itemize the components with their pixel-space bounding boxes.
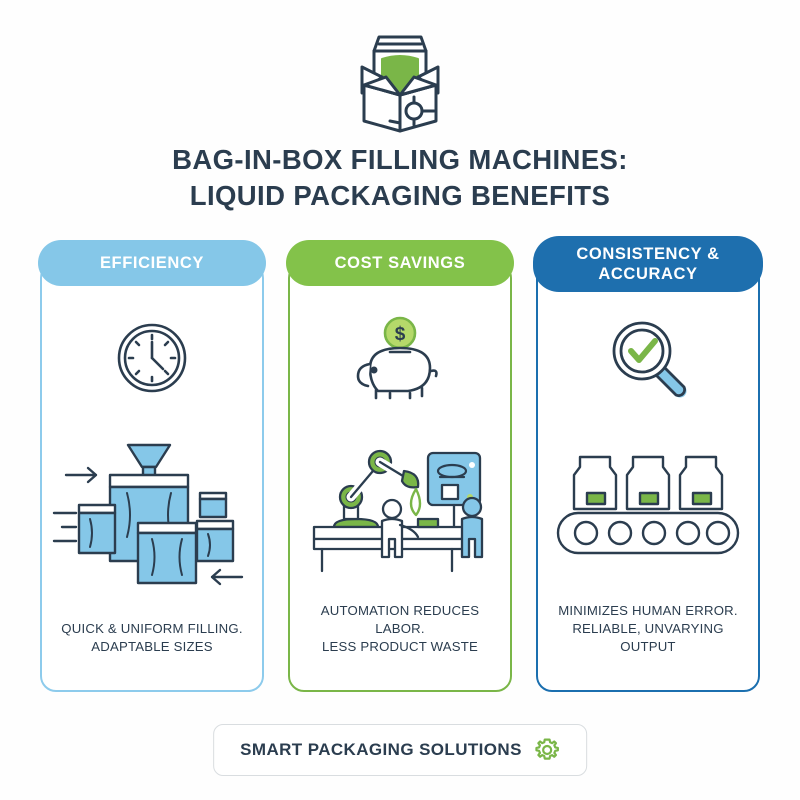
filling-machine-pouches-icon [52, 443, 244, 585]
conveyor-pouches-icon [556, 455, 740, 554]
card-consistency-text-line-2: RELIABLE, UNVARYING OUTPUT [572, 621, 724, 654]
card-consistency-accuracy[interactable]: CONSISTENCY & ACCURACY [533, 236, 763, 692]
benefit-cards-row: EFFICIENCY [38, 236, 763, 692]
card-cost-savings-icon: $ [348, 312, 452, 404]
card-cost-savings-text-line-1: AUTOMATION REDUCES LABOR. [320, 603, 480, 636]
card-consistency-illustration [538, 404, 758, 602]
piggy-bank-icon: $ [356, 316, 438, 400]
card-consistency-title-line-1: CONSISTENCY & [576, 245, 720, 263]
card-efficiency-banner: EFFICIENCY [38, 240, 266, 286]
clock-icon [117, 323, 187, 393]
gear-icon [535, 738, 559, 760]
magnifier-check-icon [612, 321, 687, 398]
card-consistency-text-line-1: MINIMIZES HUMAN ERROR. [558, 603, 738, 618]
footer-label: SMART PACKAGING SOLUTIONS [240, 740, 522, 759]
card-efficiency-illustration [42, 404, 262, 620]
card-consistency-title-line-2: ACCURACY [598, 265, 698, 283]
card-cost-savings-banner: COST SAVINGS [286, 240, 514, 286]
card-efficiency-text: QUICK & UNIFORM FILLING. ADAPTABLE SIZES [51, 620, 252, 690]
card-efficiency[interactable]: EFFICIENCY [38, 240, 266, 692]
title-line-1: BAG-IN-BOX FILLING MACHINES: [172, 144, 628, 175]
footer-badge[interactable]: SMART PACKAGING SOLUTIONS [213, 724, 587, 776]
bag-in-box-icon [360, 35, 440, 133]
card-cost-savings-text: AUTOMATION REDUCES LABOR. LESS PRODUCT W… [290, 602, 510, 690]
card-cost-savings[interactable]: COST SAVINGS $ [286, 240, 514, 692]
card-efficiency-title: EFFICIENCY [99, 254, 205, 272]
robotic-arm-workers-icon [312, 449, 484, 572]
card-efficiency-text-line-1: QUICK & UNIFORM FILLING. [61, 621, 243, 636]
card-consistency-icon [604, 312, 692, 404]
svg-text:$: $ [395, 324, 406, 345]
card-efficiency-text-line-2: ADAPTABLE SIZES [91, 639, 213, 654]
card-consistency-text: MINIMIZES HUMAN ERROR. RELIABLE, UNVARYI… [538, 602, 758, 690]
header-logo [0, 14, 800, 134]
card-cost-savings-text-line-2: LESS PRODUCT WASTE [321, 639, 478, 654]
card-cost-savings-illustration [290, 404, 510, 602]
page-title: BAG-IN-BOX FILLING MACHINES: LIQUID PACK… [0, 142, 800, 214]
title-line-2: LIQUID PACKAGING BENEFITS [189, 180, 611, 211]
card-consistency-accuracy-banner: CONSISTENCY & ACCURACY [533, 236, 763, 292]
card-efficiency-icon [112, 312, 192, 404]
card-cost-savings-title: COST SAVINGS [334, 254, 466, 272]
